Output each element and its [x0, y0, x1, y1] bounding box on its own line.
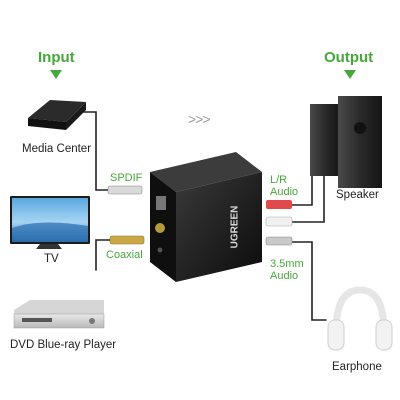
mm-audio-label-line2: Audio — [270, 270, 299, 282]
output-heading: Output — [324, 49, 374, 66]
cables — [77, 111, 327, 321]
earphone-device — [327, 286, 393, 351]
tv-label: TV — [44, 253, 59, 265]
mm-audio-label-line1: 3.5mm — [270, 258, 304, 270]
output-arrow-icon — [344, 70, 356, 79]
input-arrow-icon — [50, 70, 62, 79]
earphone-cable — [291, 241, 327, 321]
converter-box — [150, 152, 262, 282]
rca-plugs — [265, 200, 293, 246]
input-plugs — [107, 185, 145, 245]
tv-device — [10, 196, 90, 249]
earphone-label: Earphone — [332, 361, 382, 373]
spdif-port — [156, 196, 166, 210]
coaxial-label: Coaxial — [106, 249, 143, 261]
lr-audio-label-line2: Audio — [270, 186, 299, 198]
lr-audio-label-line1: L/R — [270, 174, 288, 186]
spdif-label: SPDIF — [110, 172, 143, 184]
speaker-device — [310, 96, 382, 188]
speaker-label: Speaker — [336, 189, 379, 201]
flow-arrows-icon: >>> — [188, 111, 211, 127]
dvd-device — [13, 300, 105, 329]
brand-logo: UGREEN — [229, 205, 241, 249]
coaxial-cable — [95, 239, 111, 271]
spdif-cable — [77, 111, 109, 191]
coaxial-port — [155, 223, 165, 233]
media-center-device — [28, 100, 86, 130]
lr-cable-top — [291, 169, 313, 206]
lr-cable-bottom — [291, 175, 325, 223]
dvd-label: DVD Blue-ray Player — [10, 339, 117, 351]
input-heading: Input — [38, 49, 75, 66]
media-center-label: Media Center — [22, 143, 92, 155]
